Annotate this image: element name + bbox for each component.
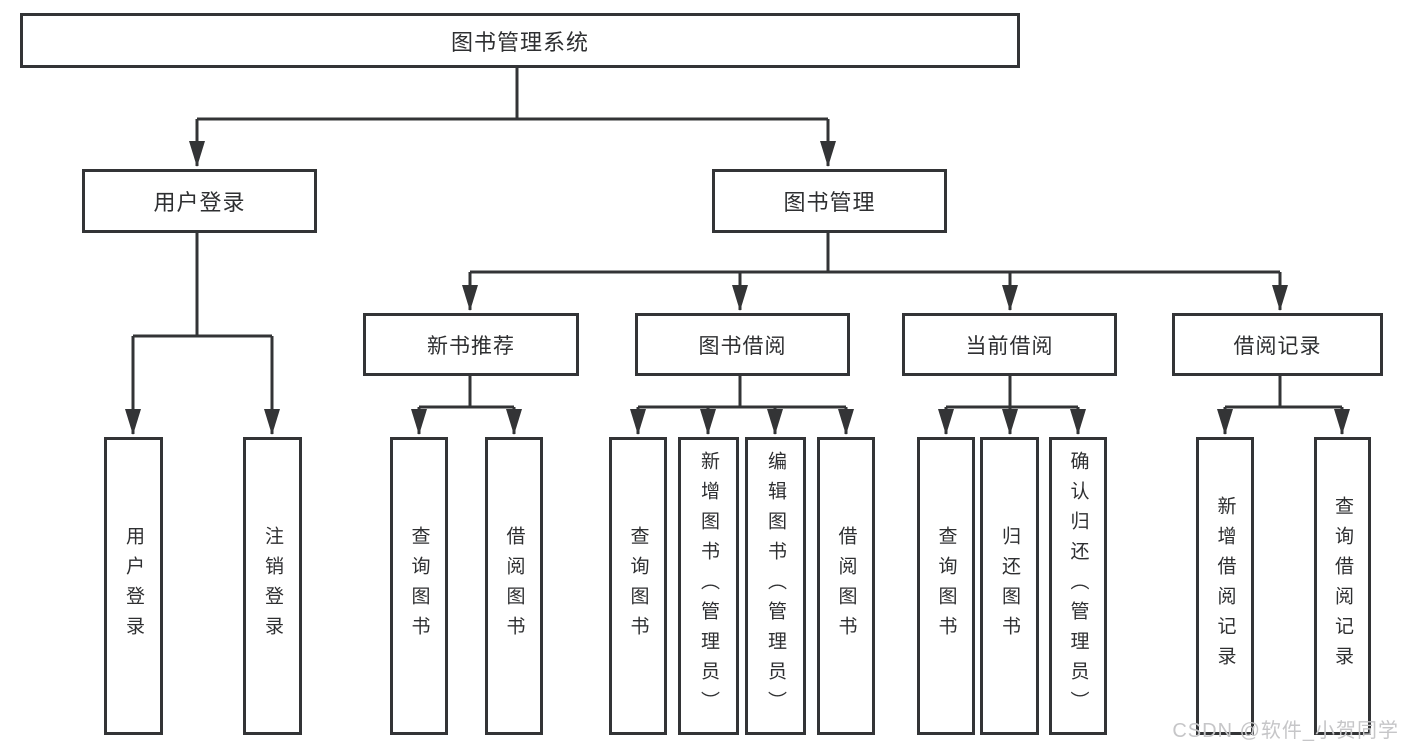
node-label: 确认归还（管理员）: [1067, 451, 1089, 721]
leaf-return-books: 归还图书: [980, 437, 1039, 735]
node-label: 借阅图书: [835, 526, 857, 646]
node-label: 图书管理系统: [450, 29, 589, 55]
leaf-user-login: 用户登录: [104, 437, 163, 735]
node-book-management: 图书管理: [712, 169, 947, 233]
node-label: 用户登录: [123, 526, 144, 646]
leaf-add-borrow-record: 新增借阅记录: [1196, 437, 1254, 735]
node-root-library-management-system: 图书管理系统: [20, 13, 1020, 68]
node-label: 图书管理: [783, 190, 876, 215]
node-new-book-recommend: 新书推荐: [363, 313, 579, 376]
leaf-logout: 注销登录: [243, 437, 302, 735]
leaf-query-books-current: 查询图书: [917, 437, 975, 735]
node-label: 借阅图书: [503, 526, 525, 646]
node-label: 注销登录: [262, 526, 283, 646]
leaf-query-books-recommend: 查询图书: [390, 437, 448, 735]
node-borrowing-records: 借阅记录: [1172, 313, 1383, 376]
node-current-borrowing: 当前借阅: [902, 313, 1117, 376]
node-label: 编辑图书（管理员）: [765, 451, 786, 721]
node-label: 新书推荐: [427, 334, 515, 358]
node-label: 新增借阅记录: [1214, 496, 1236, 676]
node-label: 查询图书: [935, 526, 957, 646]
csdn-watermark: CSDN @软件_小贺同学: [1172, 720, 1399, 742]
node-label: 图书借阅: [698, 334, 787, 358]
node-book-borrowing: 图书借阅: [635, 313, 850, 376]
leaf-query-borrow-record: 查询借阅记录: [1314, 437, 1371, 735]
node-label: 归还图书: [999, 526, 1020, 646]
node-label: 当前借阅: [965, 334, 1054, 358]
node-label: 查询图书: [627, 526, 649, 646]
node-label: 用户登录: [153, 190, 246, 215]
leaf-edit-books-admin: 编辑图书（管理员）: [745, 437, 806, 735]
leaf-query-books-borrow: 查询图书: [609, 437, 667, 735]
leaf-borrow-books: 借阅图书: [817, 437, 875, 735]
node-label: 查询借阅记录: [1332, 496, 1353, 676]
node-label: 查询图书: [408, 526, 430, 646]
leaf-add-books-admin: 新增图书（管理员）: [678, 437, 739, 735]
leaf-borrow-books-recommend: 借阅图书: [485, 437, 543, 735]
leaf-confirm-return-admin: 确认归还（管理员）: [1049, 437, 1107, 735]
node-label: 新增图书（管理员）: [698, 451, 719, 721]
node-user-login: 用户登录: [82, 169, 317, 233]
node-label: 借阅记录: [1233, 334, 1322, 358]
